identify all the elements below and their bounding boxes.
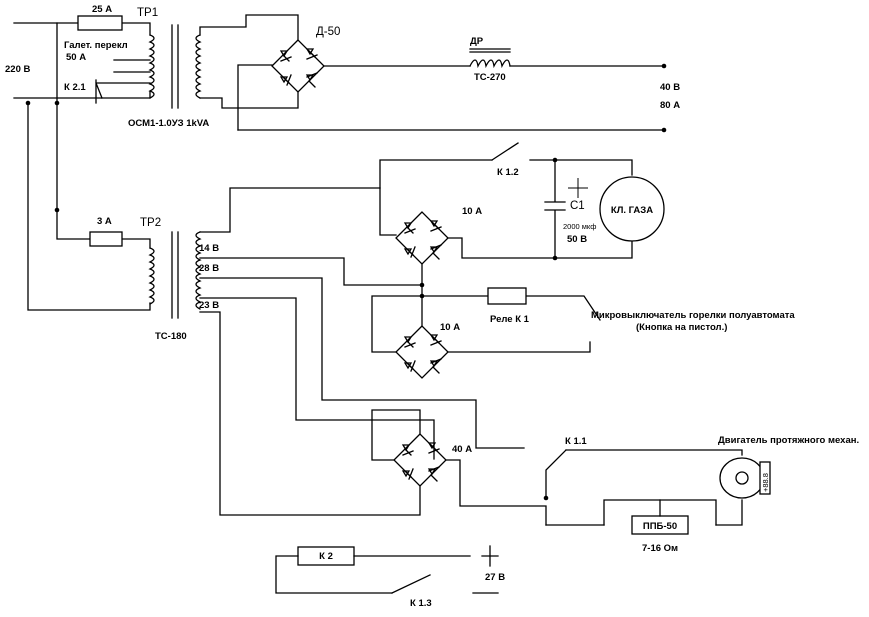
- gal-switch-label: Галет. перекл: [64, 40, 128, 51]
- relay-k1-coil-icon: [487, 287, 527, 305]
- diode-bridge-3-icon: [393, 433, 447, 487]
- motor-icon: +88.8: [719, 457, 771, 499]
- k13-label: К 1.3: [410, 598, 432, 609]
- transformer-tr2-icon: [148, 231, 202, 319]
- choke-type-label: ТС-270: [474, 72, 506, 83]
- fuse-25a-label: 25 А: [92, 4, 112, 15]
- bridge2-amp-label: 10 А: [440, 322, 460, 333]
- bridge1-amp-label: 10 А: [462, 206, 482, 217]
- tr2-label: ТР2: [140, 217, 161, 229]
- tr1-label: ТР1: [137, 7, 158, 19]
- c1-voltage-label: 50 В: [567, 234, 587, 245]
- relay-k1-section: Реле К 1 10 А Микровыключатель горелки п…: [371, 263, 795, 379]
- output-current-label: 80 А: [660, 100, 680, 111]
- k11-label: К 1.1: [565, 436, 587, 447]
- tap-23v-label: 23 В: [199, 300, 219, 311]
- fuse-25a-icon: [77, 15, 123, 31]
- tap-14v-label: 14 В: [199, 243, 219, 254]
- tr2-section: 3 А ТР2 14 В 28 В 23 В ТС-180: [89, 187, 525, 516]
- d50-label: Д-50: [316, 26, 340, 38]
- tr1-type-label: ОСМ1-1.0УЗ 1kVA: [128, 118, 209, 129]
- gas-valve-icon: [599, 176, 665, 242]
- microswitch-sublabel: (Кнопка на пистол.): [636, 322, 727, 333]
- mains-and-tr1-section: 25 А ТР1 Галет. перекл 50 А 220 В К 2.1 …: [5, 4, 299, 311]
- k12-label: К 1.2: [497, 167, 519, 178]
- diode-bridge-1-icon: [395, 211, 449, 265]
- mains-voltage-label: 220 В: [5, 64, 30, 75]
- gal-switch-amp-label: 50 А: [66, 52, 86, 63]
- transformer-tr1-icon: [148, 24, 202, 109]
- 27v-label: 27 В: [485, 572, 505, 583]
- motor-section: +88.8 40 А К 1.1 Двигатель протяжного ме…: [371, 409, 859, 554]
- k2-section: К 2 27 В К 1.3: [275, 545, 505, 609]
- diode-bridge-2-icon: [395, 325, 449, 379]
- diode-bridge-d50-icon: [271, 39, 325, 93]
- choke-icon: [469, 48, 511, 69]
- k12-contact-icon: [491, 142, 519, 161]
- gas-valve-section: К 1.2 С1 2000 мкф 50 В КЛ. ГАЗА 10 А: [379, 142, 665, 265]
- gas-valve-label: КЛ. ГАЗА: [611, 205, 653, 216]
- choke-label: ДР: [470, 36, 484, 47]
- c1-capacitance-label: 2000 мкф: [563, 222, 596, 231]
- microswitch-label: Микровыключатель горелки полуавтомата: [591, 310, 795, 321]
- fuse-3a-label: 3 А: [97, 216, 112, 227]
- rheostat-value-label: 7-16 Ом: [642, 543, 678, 554]
- svg-text:+88.8: +88.8: [761, 473, 770, 492]
- k13-contact-icon: [391, 574, 431, 594]
- k11-contact-icon: [545, 449, 567, 499]
- k21-label: К 2.1: [64, 82, 86, 93]
- microswitch-contact-icon: [421, 295, 601, 321]
- tap-28v-label: 28 В: [199, 263, 219, 274]
- output-voltage-label: 40 В: [660, 82, 680, 93]
- tr2-type-label: ТС-180: [155, 331, 187, 342]
- capacitor-c1-icon: [544, 159, 566, 259]
- bridge3-amp-label: 40 А: [452, 444, 472, 455]
- relay-k1-label: Реле К 1: [490, 314, 530, 325]
- k2-label: К 2: [319, 551, 333, 562]
- d50-rectifier-section: Д-50 ДР ТС-270 40 В 80 А: [237, 26, 680, 133]
- c1-label: С1: [570, 200, 585, 212]
- fuse-3a-icon: [89, 231, 123, 247]
- rheostat-label: ППБ-50: [643, 521, 677, 532]
- motor-label: Двигатель протяжного механ.: [718, 435, 859, 446]
